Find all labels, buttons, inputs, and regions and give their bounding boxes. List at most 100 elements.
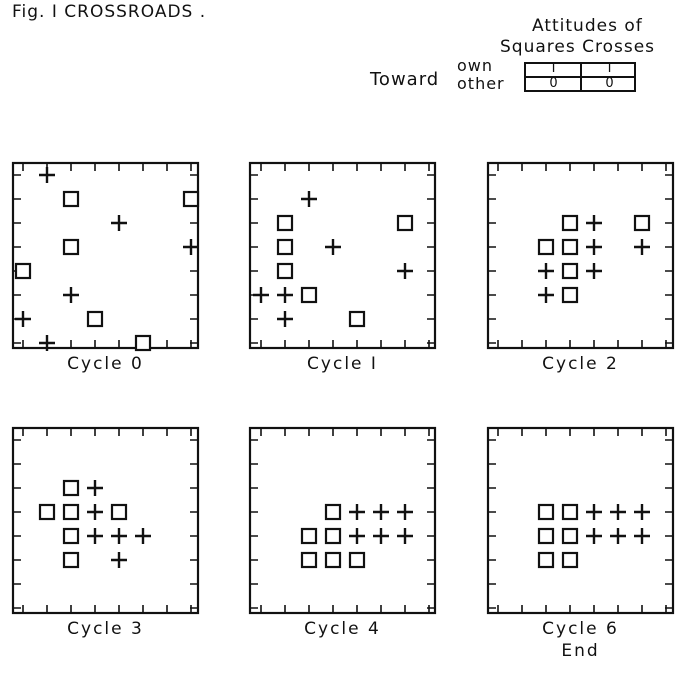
square-marker [324,503,342,521]
square-marker [276,262,294,280]
cross-marker [634,528,650,544]
panel-1 [248,161,437,350]
cross-marker [277,311,293,327]
cross-marker [634,504,650,520]
cross-marker [586,263,602,279]
cross-marker [586,528,602,544]
square-marker [62,238,80,256]
cross-marker [111,215,127,231]
square-marker [561,286,579,304]
cross-marker [373,504,389,520]
panel-frame [486,161,675,350]
panel-caption: Cycle 4 [304,619,381,639]
panel-frame [11,161,200,350]
cross-marker [397,263,413,279]
panel-2 [486,161,675,350]
square-marker [324,551,342,569]
cell-squares-other: 0 [549,76,558,91]
square-marker [300,551,318,569]
panel-frame [11,426,200,615]
square-marker [324,527,342,545]
square-marker [182,190,200,208]
cross-marker [349,504,365,520]
square-marker [276,238,294,256]
square-marker [348,551,366,569]
cross-marker [183,239,199,255]
panel-3 [11,426,200,615]
panel-5 [486,426,675,615]
cross-marker [538,287,554,303]
square-marker [561,527,579,545]
cross-marker [586,239,602,255]
panel-frame [248,161,437,350]
panel-caption: Cycle 6 [542,619,619,639]
attitude-table: I I 0 0 [524,62,636,92]
square-marker [561,503,579,521]
legend-header-line2: Squares Crosses [500,37,656,57]
cross-marker [301,191,317,207]
square-marker [62,551,80,569]
cross-marker [39,335,55,351]
cross-marker [63,287,79,303]
square-marker [110,503,128,521]
panel-ticks [250,163,435,348]
cross-marker [325,239,341,255]
panel-caption: Cycle 0 [67,354,144,374]
table-divider-horizontal [526,76,634,78]
square-marker [86,310,104,328]
panel-caption: Cycle I [307,354,378,374]
square-marker [561,214,579,232]
square-marker [276,214,294,232]
square-marker [396,214,414,232]
cross-marker [349,528,365,544]
cross-marker [253,287,269,303]
square-marker [14,262,32,280]
cross-marker [586,504,602,520]
square-marker [537,551,555,569]
cross-marker [586,215,602,231]
square-marker [633,214,651,232]
cross-marker [397,528,413,544]
cross-marker [610,504,626,520]
panel-caption: Cycle 3 [67,619,144,639]
cross-marker [111,528,127,544]
square-marker [134,334,152,352]
cross-marker [111,552,127,568]
cross-marker [373,528,389,544]
legend-header-line1: Attitudes of [532,16,643,36]
cell-crosses-own: I [607,61,612,76]
panel-ticks [13,428,198,613]
cross-marker [135,528,151,544]
cross-marker [634,239,650,255]
cross-marker [610,528,626,544]
panel-ticks [488,428,673,613]
cross-marker [87,480,103,496]
panel-frame [486,426,675,615]
legend-row-group-label: Toward [370,69,440,90]
square-marker [537,527,555,545]
cell-squares-own: I [551,61,556,76]
cross-marker [538,263,554,279]
panel-0 [11,161,200,352]
square-marker [300,286,318,304]
panel-ticks [488,163,673,348]
cross-marker [15,311,31,327]
legend-row-other: other [457,74,505,93]
cross-marker [87,528,103,544]
figure-title: Fig. I CROSSROADS . [12,2,207,22]
panel-ticks [250,428,435,613]
cross-marker [87,504,103,520]
square-marker [561,238,579,256]
panel-caption: Cycle 2 [542,354,619,374]
square-marker [62,190,80,208]
panel-ticks [13,163,198,348]
square-marker [62,503,80,521]
cell-crosses-other: 0 [605,76,614,91]
square-marker [537,503,555,521]
cross-marker [277,287,293,303]
panel-caption-line2: End [561,641,600,661]
panel-frame [248,426,437,615]
square-marker [348,310,366,328]
square-marker [62,527,80,545]
